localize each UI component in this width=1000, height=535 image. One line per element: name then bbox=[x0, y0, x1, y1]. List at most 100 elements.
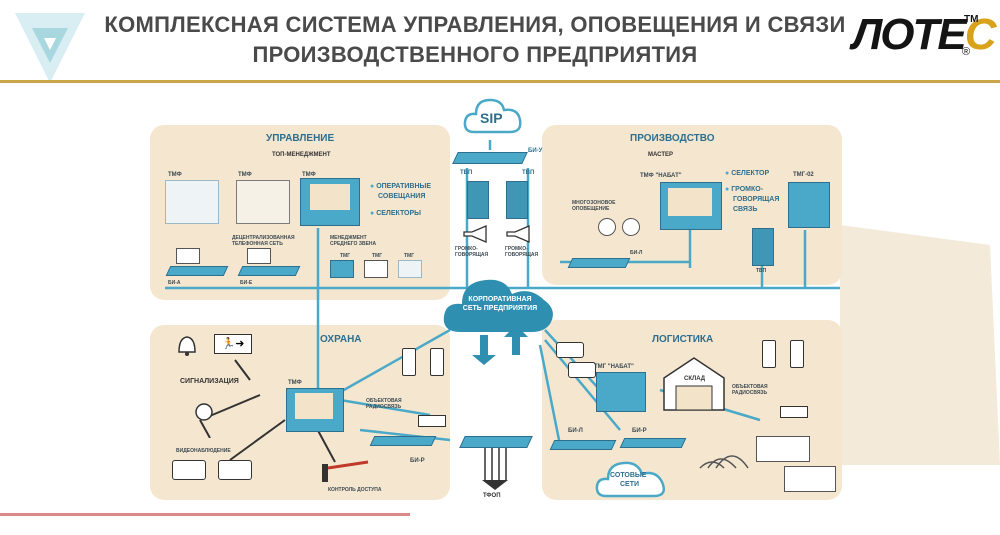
radio-label-logistics: ОБЪЕКТОВАЯ РАДИОСВЯЗЬ bbox=[732, 384, 768, 396]
tmf-nabat-screen bbox=[668, 188, 712, 216]
bi-r-switch-security bbox=[369, 436, 437, 446]
tmf-label-1: ТМФ bbox=[168, 172, 182, 178]
tmf-terminal-2 bbox=[236, 180, 290, 224]
warehouse-icon bbox=[662, 356, 726, 417]
bi-l-switch-prod bbox=[567, 258, 631, 268]
bullet-selectors-text: СЕЛЕКТОРЫ bbox=[376, 210, 422, 217]
tmf-label-3: ТМФ bbox=[302, 172, 316, 178]
bi-l-switch-logistics bbox=[549, 440, 617, 450]
radio-icon-security-2 bbox=[430, 348, 444, 376]
brand-logo-main: ЛОТЕ bbox=[852, 10, 967, 59]
camera-icon-2 bbox=[218, 460, 252, 480]
bi-u-switch bbox=[452, 152, 528, 164]
radio-label-security: ОБЪЕКТОВАЯ РАДИОСВЯЗЬ bbox=[366, 398, 402, 410]
corporate-network-label-1: КОРПОРАТИВНАЯ bbox=[468, 296, 532, 303]
bell-icon bbox=[174, 332, 200, 363]
loudspeaker-label-1: ГРОМКО-ГОВОРЯЩАЯ bbox=[455, 246, 489, 258]
barrier-icon bbox=[320, 458, 370, 489]
tmf-terminal-security-screen bbox=[295, 393, 333, 419]
page-title-line2: ПРОИЗВОДСТВЕННОГО ПРЕДПРИЯТИЯ bbox=[252, 42, 698, 67]
camera-icon-1 bbox=[172, 460, 206, 480]
corporate-network-cloud-icon bbox=[440, 270, 560, 338]
logistics-title: ЛОГИСТИКА bbox=[652, 334, 714, 345]
signal-waves-icon bbox=[696, 446, 752, 481]
bullet-meetings-text-2: СОВЕЩАНИЯ bbox=[378, 193, 426, 200]
tvp-label-2: ТВП bbox=[522, 170, 535, 176]
background-paper bbox=[840, 215, 1000, 465]
bi-l-label-prod: БИ-Л bbox=[630, 250, 643, 256]
corporate-network-label-2: СЕТЬ ПРЕДПРИЯТИЯ bbox=[462, 305, 538, 312]
production-subtitle: МАСТЕР bbox=[648, 152, 674, 158]
bi-u-label: БИ-У bbox=[528, 148, 543, 154]
brand-logo-accent: С bbox=[964, 10, 997, 59]
tmg02-device bbox=[788, 182, 830, 228]
production-title: ПРОИЗВОДСТВО bbox=[630, 133, 715, 144]
tvp-box-prod bbox=[752, 228, 774, 266]
decentral-label: ДЕЦЕНТРАЛИЗОВАННАЯ ТЕЛЕФОННАЯ СЕТЬ bbox=[232, 235, 295, 247]
security-title: ОХРАНА bbox=[320, 334, 362, 345]
tmf-label-security: ТМФ bbox=[288, 380, 302, 386]
management-title: УПРАВЛЕНИЕ bbox=[266, 133, 335, 144]
footer-accent-line bbox=[0, 513, 410, 516]
header-divider bbox=[0, 80, 1000, 83]
bullet-icon: ● bbox=[370, 210, 375, 217]
bi-l-label-logistics: БИ-Л bbox=[568, 428, 583, 434]
notification-label: МНОГОЗОНОВОЕ ОПОВЕЩЕНИЕ bbox=[572, 200, 616, 212]
bi-r-label-security: БИ-Р bbox=[410, 458, 425, 464]
truck-icon-2 bbox=[784, 466, 836, 492]
page-title-line1: КОМПЛЕКСНАЯ СИСТЕМА УПРАВЛЕНИЯ, ОПОВЕЩЕН… bbox=[104, 12, 846, 37]
phone-icon-1 bbox=[176, 248, 200, 264]
tvp-label-1: ТВП bbox=[460, 170, 473, 176]
tfop-label: ТФОП bbox=[483, 493, 501, 499]
speaker-icon-prod-1 bbox=[598, 218, 616, 236]
tmg-nabat-device bbox=[596, 372, 646, 412]
truck-icon-1 bbox=[756, 436, 810, 462]
arrows-icon bbox=[470, 325, 530, 375]
header-corner-logo bbox=[10, 8, 90, 88]
cellular-cloud-icon bbox=[594, 452, 668, 505]
bullet-meetings: ● ОПЕРАТИВНЫЕ bbox=[370, 183, 431, 190]
tmg-phone-1 bbox=[330, 260, 354, 278]
tvp-label-prod: ТВП bbox=[756, 268, 767, 274]
radio-icon-logistics-2 bbox=[790, 340, 804, 368]
video-label: ВИДЕОНАБЛЮДЕНИЕ bbox=[176, 448, 231, 454]
sip-label: SIP bbox=[480, 110, 503, 126]
exit-sign-icon: 🏃➜ bbox=[214, 334, 252, 354]
tvp-box-1 bbox=[467, 181, 489, 219]
tmf-terminal-3-screen bbox=[310, 184, 350, 210]
tfop-switch bbox=[459, 436, 533, 448]
tmg-phone-3 bbox=[398, 260, 422, 278]
bullet-icon: ● bbox=[725, 186, 730, 193]
bi-a-switch bbox=[165, 266, 229, 276]
middle-management-label: МЕНЕДЖМЕНТ СРЕДНЕГО ЗВЕНА bbox=[330, 235, 377, 247]
bi-e-switch bbox=[237, 266, 301, 276]
bullet-loud-prod: ● ГРОМКО- bbox=[725, 186, 763, 193]
camera-icon-logistics-1 bbox=[556, 342, 584, 358]
bullet-selectors: ● СЕЛЕКТОРЫ bbox=[370, 210, 421, 217]
bullet-loud-prod-text-1: ГРОМКО- bbox=[731, 186, 764, 193]
bi-a-label: БИ-А bbox=[168, 280, 181, 286]
router-icon-security bbox=[418, 415, 446, 427]
bullet-selector-prod: ● СЕЛЕКТОР bbox=[725, 170, 769, 177]
loudspeaker-icon-1 bbox=[462, 225, 492, 248]
camera-icon-logistics-2 bbox=[568, 362, 596, 378]
tfop-lines-icon bbox=[480, 448, 510, 495]
bullet-meetings-text-1: ОПЕРАТИВНЫЕ bbox=[376, 183, 432, 190]
cellular-label-1: СОТОВЫЕ bbox=[610, 472, 647, 479]
sip-cloud-icon bbox=[462, 92, 524, 138]
alarm-button-icon bbox=[188, 398, 222, 443]
cellular-label-2: СЕТИ bbox=[620, 481, 640, 488]
phone-icon-2 bbox=[247, 248, 271, 264]
warehouse-label: СКЛАД bbox=[684, 376, 706, 382]
access-label: КОНТРОЛЬ ДОСТУПА bbox=[328, 487, 382, 493]
radio-icon-security-1 bbox=[402, 348, 416, 376]
bi-r-switch-logistics bbox=[619, 438, 687, 448]
radio-icon-logistics-1 bbox=[762, 340, 776, 368]
tmg-nabat-label: ТМГ "НАБАТ" bbox=[594, 364, 634, 370]
brand-registered: ® bbox=[962, 46, 971, 58]
loudspeaker-icon-2 bbox=[505, 225, 535, 248]
tmf-terminal-1 bbox=[165, 180, 219, 224]
loudspeaker-label-2: ГРОМКО-ГОВОРЯЩАЯ bbox=[505, 246, 539, 258]
tmg-label-2: ТМГ bbox=[372, 253, 383, 259]
bullet-icon: ● bbox=[725, 170, 730, 177]
